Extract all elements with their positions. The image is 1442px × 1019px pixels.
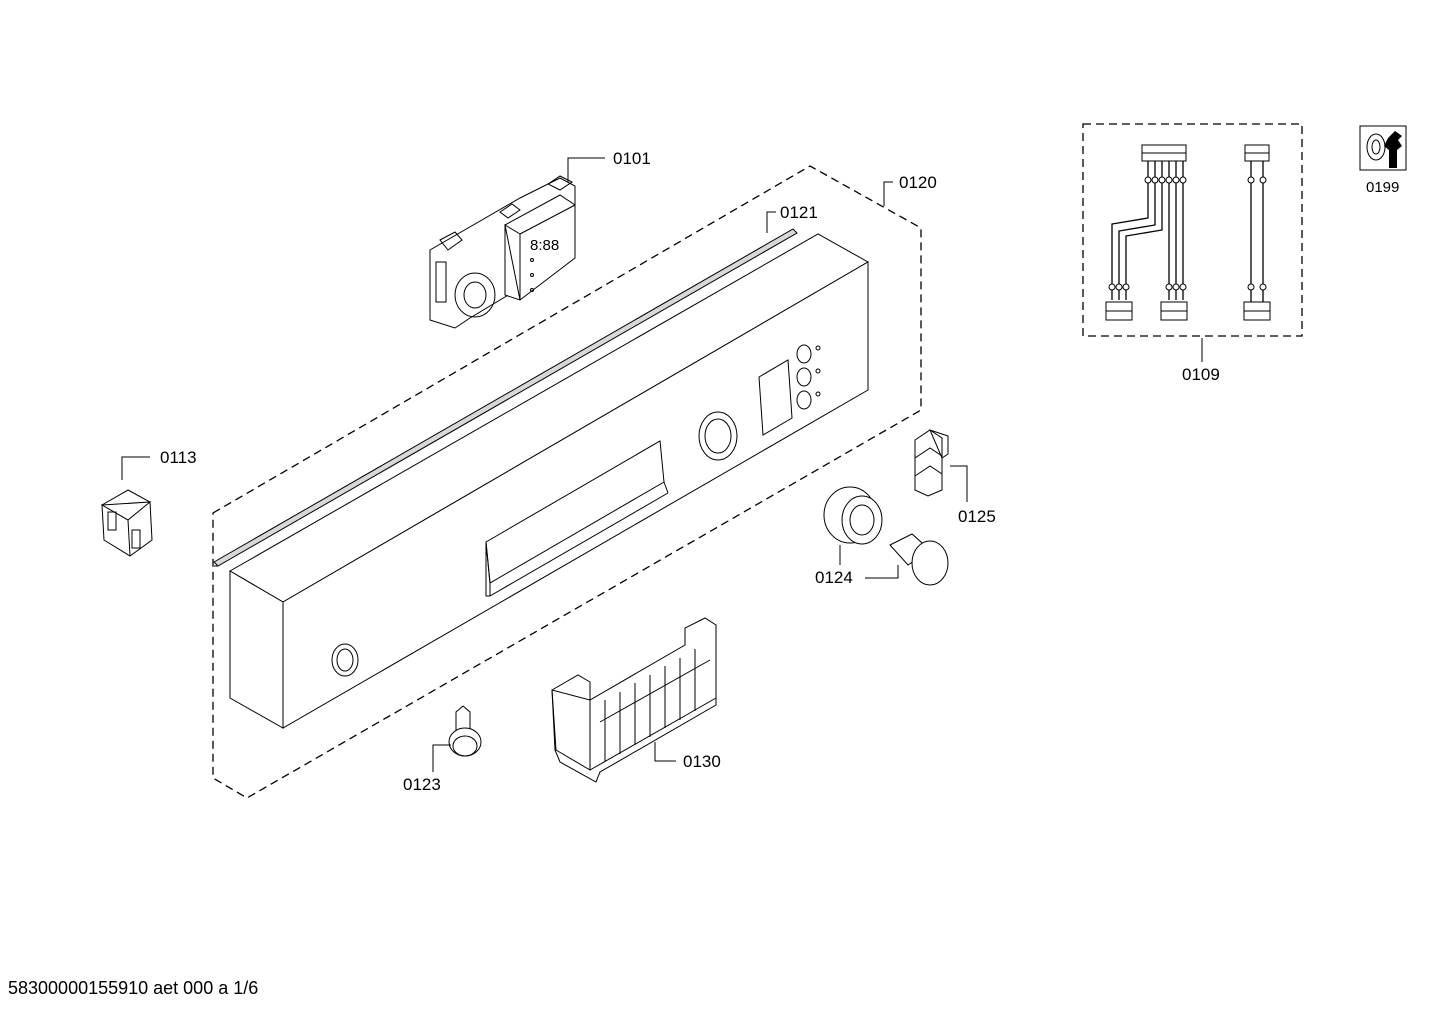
leader-lines — [121, 157, 1203, 772]
rotary-knob-0124 — [823, 486, 949, 586]
part-label-0113: 0113 — [160, 448, 197, 467]
document-code: 58300000155910 aet 000 a 1/6 — [8, 978, 259, 998]
assembly-boundary-0120 — [212, 165, 922, 799]
part-label-0101: 0101 — [613, 149, 651, 168]
wiring-harness-0109 — [1082, 123, 1303, 337]
part-label-0125: 0125 — [958, 507, 996, 526]
part-label-0123: 0123 — [403, 775, 441, 794]
part-label-0199: 0199 — [1366, 179, 1399, 196]
part-label-0109: 0109 — [1182, 365, 1220, 384]
electronic-module-0101: 8:88 — [429, 175, 576, 329]
sealing-strip-0121 — [213, 228, 798, 567]
push-buttons-0125 — [914, 429, 949, 497]
push-button-0123 — [448, 705, 482, 757]
part-number-labels: 0101 0120 0121 0109 0199 0113 0125 0124 … — [160, 149, 1399, 794]
display-digits: 8:88 — [530, 237, 559, 254]
service-wrench-icon — [1359, 125, 1407, 171]
part-label-0121: 0121 — [780, 203, 818, 222]
part-label-0120: 0120 — [899, 173, 937, 192]
part-label-0130: 0130 — [683, 752, 721, 771]
clip-0113 — [100, 489, 153, 557]
part-label-0124: 0124 — [815, 568, 853, 587]
control-panel-fascia — [229, 233, 870, 729]
program-buttons — [796, 344, 821, 410]
support-frame-0130 — [551, 617, 717, 783]
